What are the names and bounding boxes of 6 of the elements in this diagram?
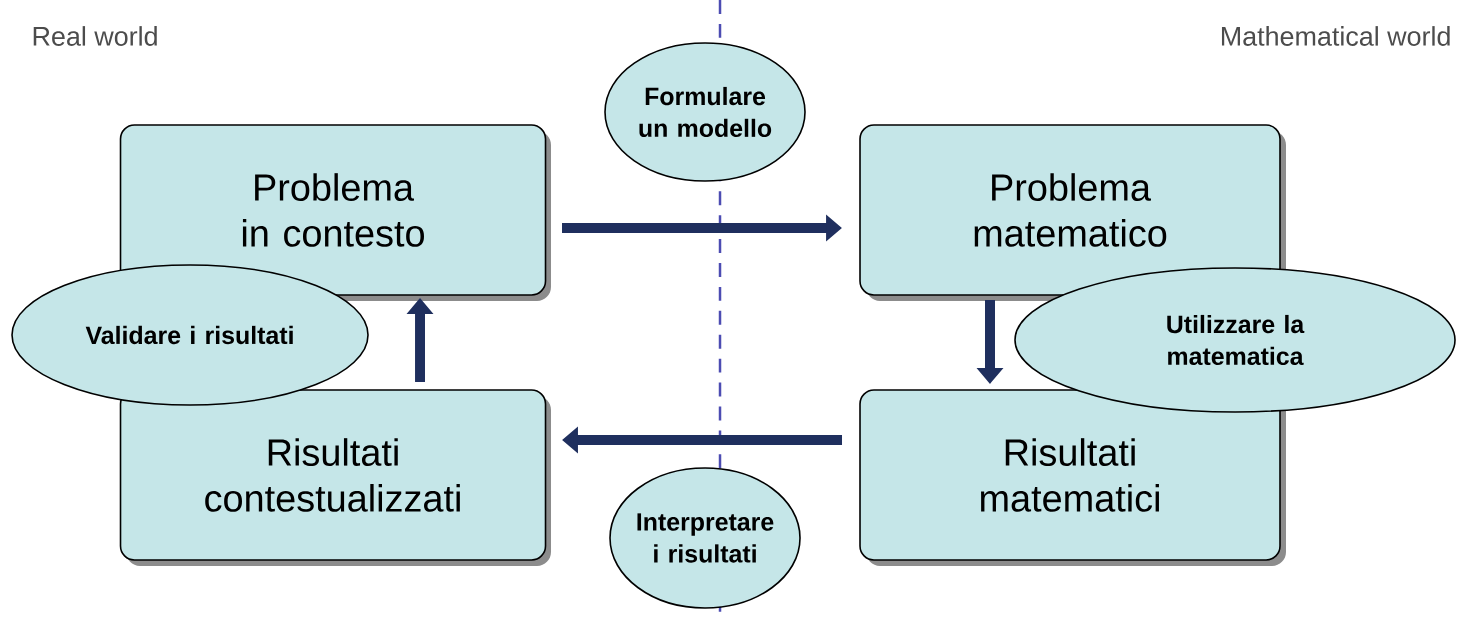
process-box: Risultati contestualizzati: [119, 389, 551, 566]
world-heading: Mathematical world: [1221, 26, 1450, 46]
process-box: Problema matematico: [859, 124, 1286, 301]
process-box: Risultati matematici: [859, 389, 1286, 566]
process-box: Problema in contesto: [119, 124, 551, 301]
world-heading: Real world: [33, 26, 157, 46]
